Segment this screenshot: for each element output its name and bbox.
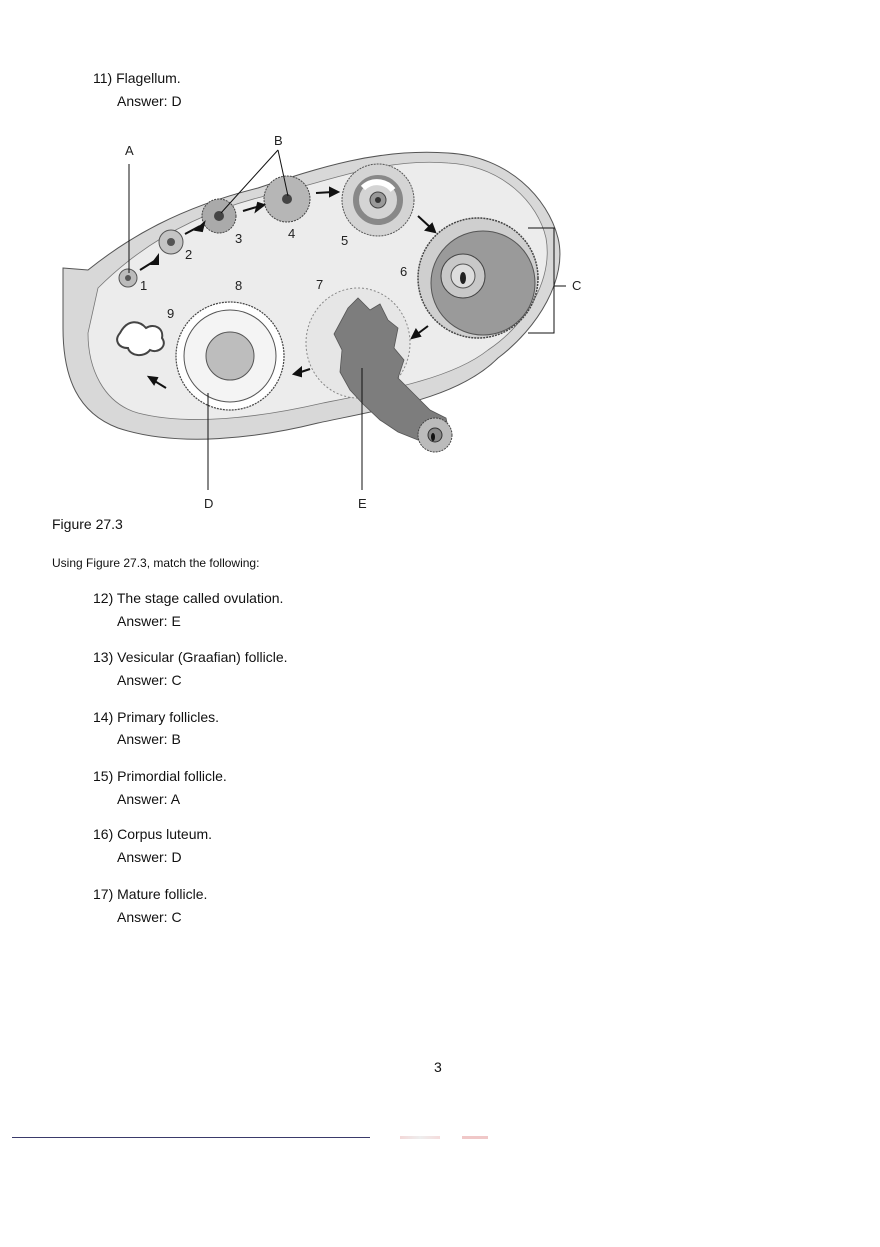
answer-11: Answer: D: [117, 93, 182, 109]
question-number: 11): [93, 70, 113, 86]
question-number: 12): [93, 590, 114, 606]
question-text: Corpus luteum.: [117, 826, 213, 842]
question-text: Flagellum.: [116, 70, 181, 86]
answer-12: Answer: E: [117, 613, 181, 629]
figure-caption: Figure 27.3: [52, 516, 123, 532]
question-number: 16): [93, 826, 114, 842]
answer-17: Answer: C: [117, 909, 182, 925]
question-16: 16) Corpus luteum.: [93, 826, 212, 842]
label-3: 3: [235, 231, 242, 246]
instruction-text: Using Figure 27.3, match the following:: [52, 556, 260, 570]
question-text: The stage called ovulation.: [116, 590, 284, 606]
label-7: 7: [316, 277, 323, 292]
label-2: 2: [185, 247, 192, 262]
label-5: 5: [341, 233, 348, 248]
footer-rule: [12, 1137, 370, 1138]
answer-14: Answer: B: [117, 731, 181, 747]
page-number: 3: [434, 1059, 442, 1075]
question-text: Mature follicle.: [117, 886, 208, 902]
answer-13: Answer: C: [117, 672, 182, 688]
label-A: A: [125, 143, 134, 158]
question-text: Primordial follicle.: [117, 768, 227, 784]
question-number: 13): [93, 649, 114, 665]
ovary-figure: A B C D E 1 2 3 4 5 6 7 8 9: [58, 128, 598, 520]
label-4: 4: [288, 226, 295, 241]
question-11: 11) Flagellum.: [93, 70, 181, 86]
leader-lines: [128, 149, 566, 490]
label-9: 9: [167, 306, 174, 321]
question-14: 14) Primary follicles.: [93, 709, 219, 725]
label-6: 6: [400, 264, 407, 279]
footer-smudge: [462, 1136, 488, 1139]
label-B: B: [274, 133, 283, 148]
question-15: 15) Primordial follicle.: [93, 768, 227, 784]
question-number: 15): [93, 768, 114, 784]
label-C: C: [572, 278, 581, 293]
answer-16: Answer: D: [117, 849, 182, 865]
footer-smudge: [400, 1136, 440, 1139]
sequence-arrows: [139, 186, 437, 389]
label-1: 1: [140, 278, 147, 293]
label-E: E: [358, 496, 367, 511]
label-8: 8: [235, 278, 242, 293]
label-D: D: [204, 496, 213, 511]
question-number: 14): [93, 709, 114, 725]
ovulation-mass: [333, 297, 451, 447]
question-text: Vesicular (Graafian) follicle.: [117, 649, 288, 665]
ovary-diagram: A B C D E 1 2 3 4 5 6 7 8 9: [62, 133, 581, 511]
question-number: 17): [93, 886, 114, 902]
question-17: 17) Mature follicle.: [93, 886, 207, 902]
question-13: 13) Vesicular (Graafian) follicle.: [93, 649, 288, 665]
answer-15: Answer: A: [117, 791, 181, 807]
corpus-albicans-9: [116, 321, 165, 356]
question-text: Primary follicles.: [117, 709, 220, 725]
question-12: 12) The stage called ovulation.: [93, 590, 283, 606]
